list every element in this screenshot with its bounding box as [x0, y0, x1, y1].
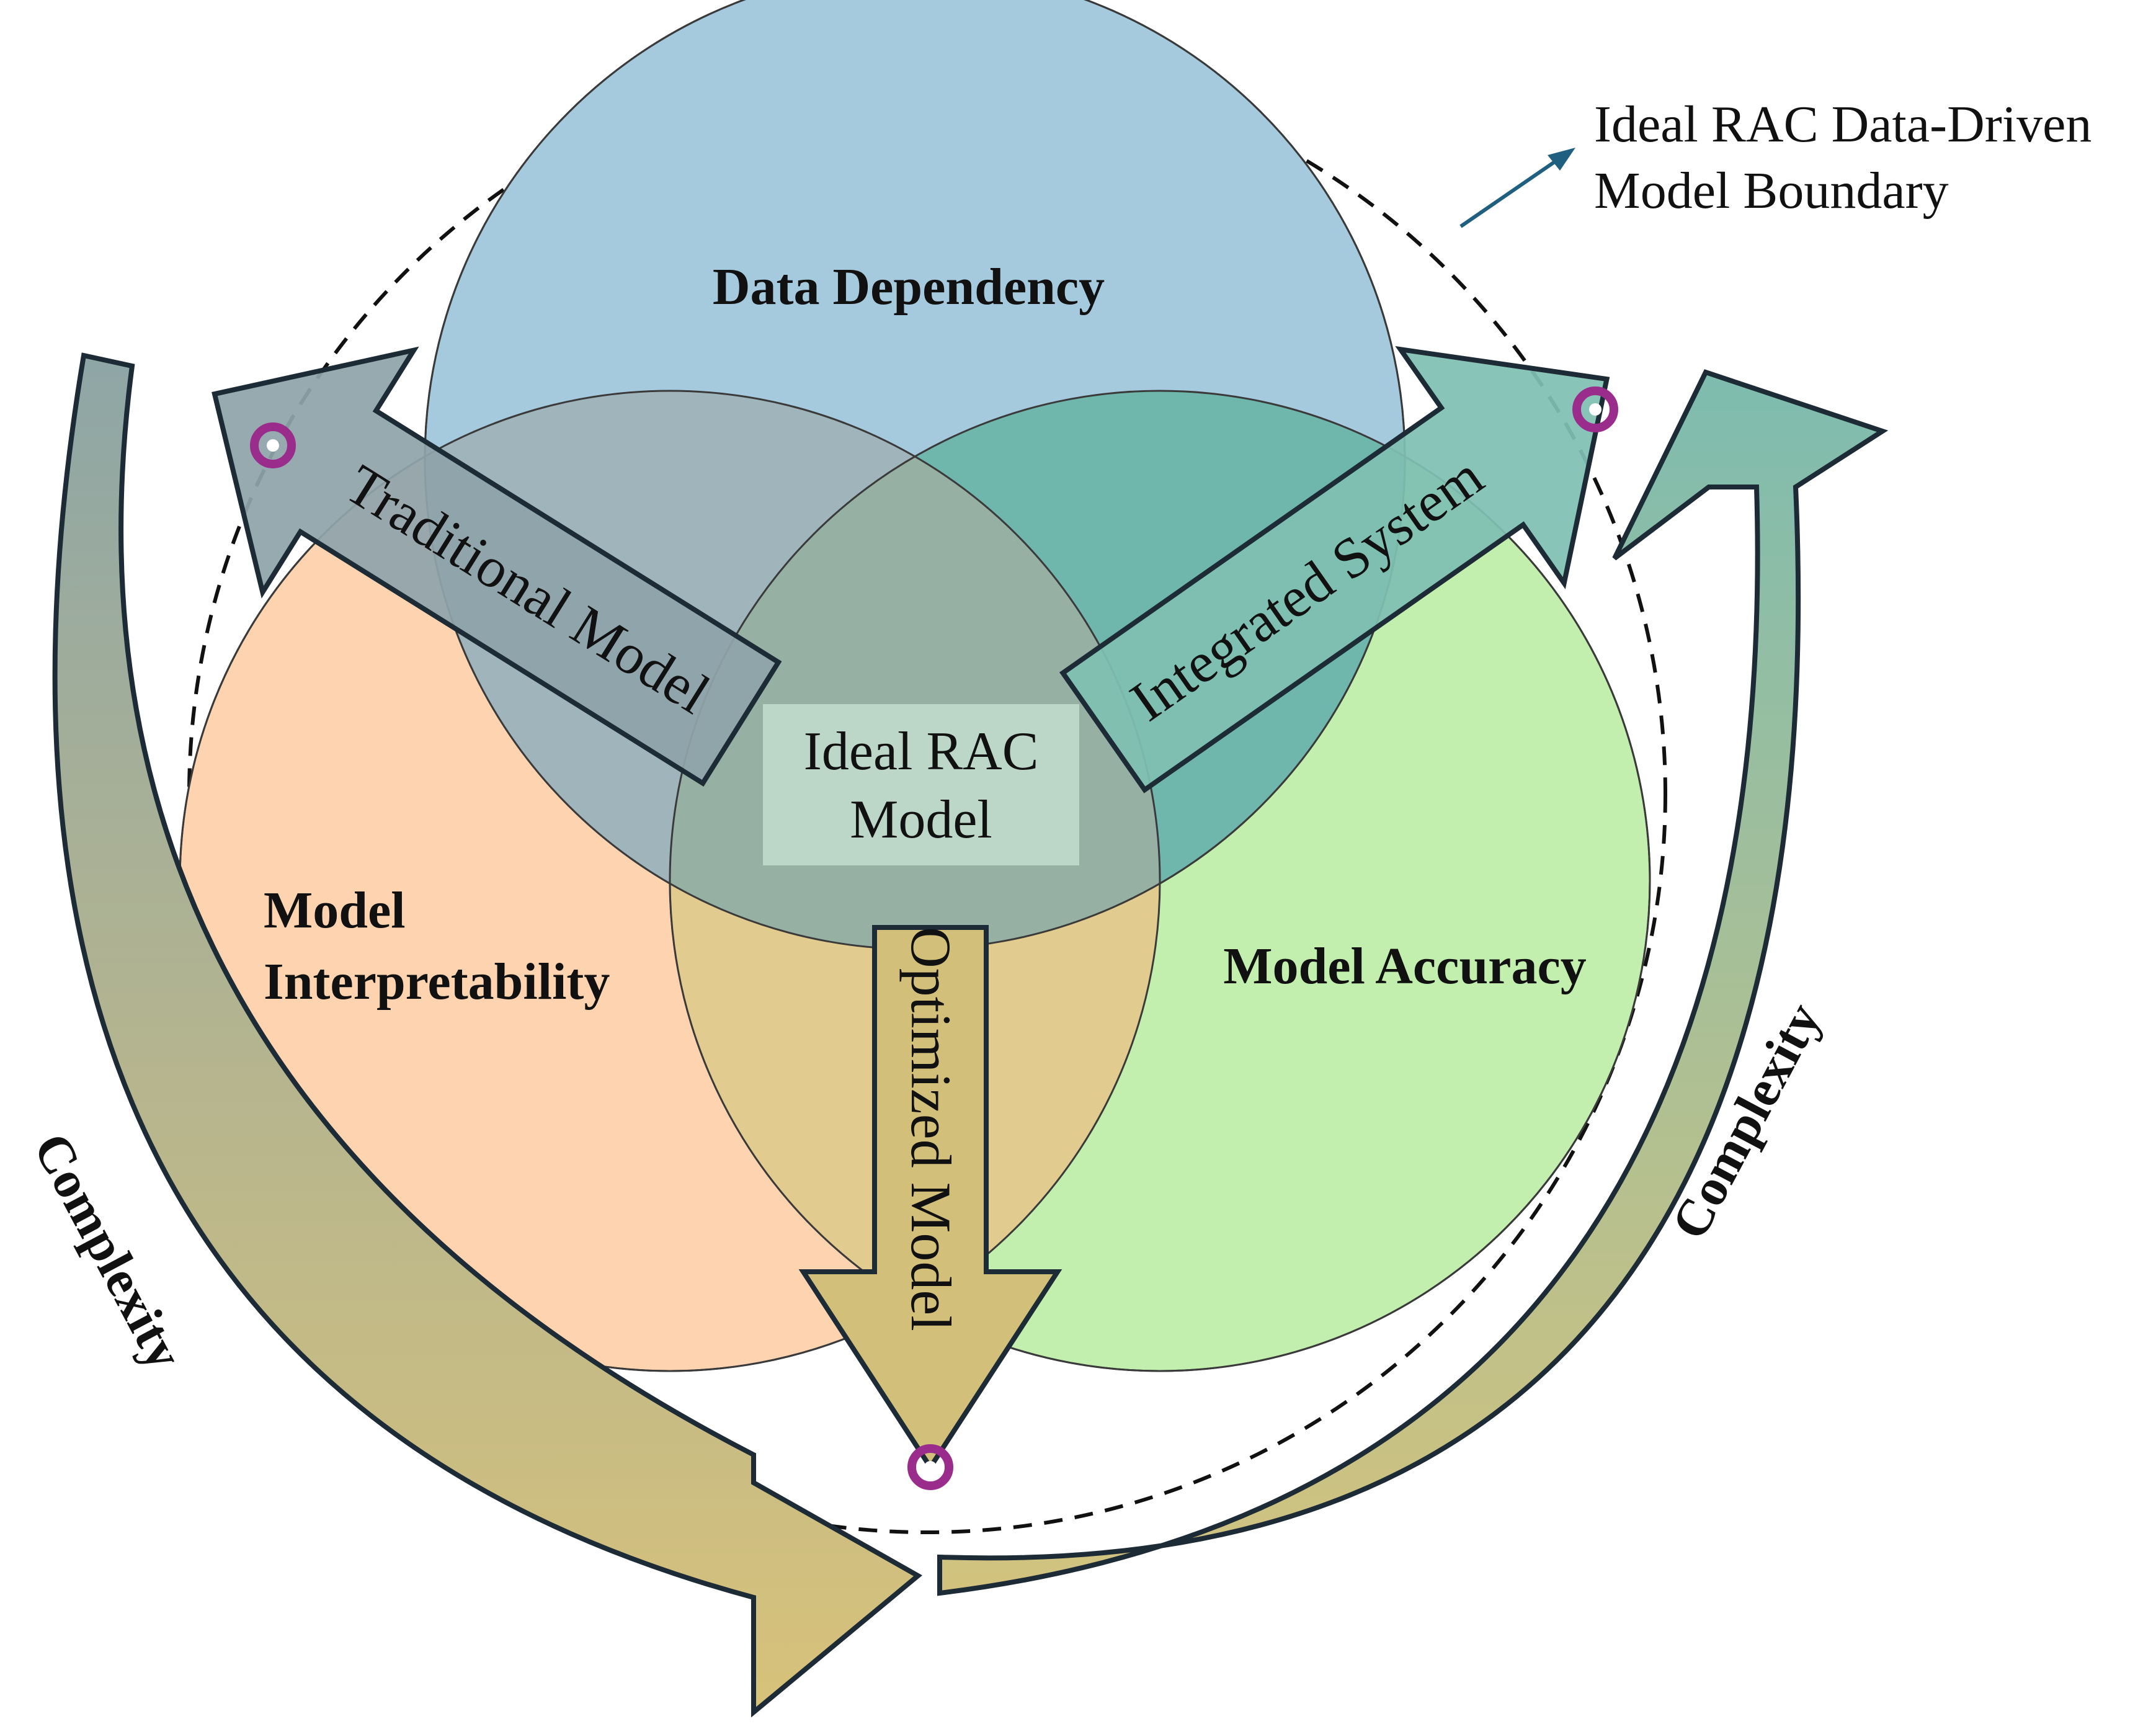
traditional-model-arrow: [212, 346, 782, 787]
optimized-model-arrow: [798, 925, 1062, 1472]
optimized-endpoint-marker: [907, 1444, 953, 1490]
model-interpretability-label-line2: Interpretability: [264, 953, 610, 1011]
overlap-center: [670, 391, 1160, 949]
complexity-left-arrow: [52, 352, 923, 1718]
complexity-right-arrow: [937, 369, 1889, 1596]
boundary-label-line2: Model Boundary: [1594, 162, 1949, 220]
ideal-rac-model-box: [763, 704, 1079, 865]
optimized-model-label: Optimized Model: [899, 927, 963, 1331]
boundary-label-line1: Ideal RAC Data-Driven: [1594, 96, 2091, 153]
model-interpretability-label-line1: Model: [264, 882, 406, 939]
ideal-rac-model-line2: Model: [850, 790, 992, 850]
boundary-pointer-head: [1548, 148, 1575, 171]
ideal-rac-model-line1: Ideal RAC: [804, 721, 1039, 782]
model-accuracy-label: Model Accuracy: [1223, 937, 1587, 995]
boundary-pointer-line: [1459, 156, 1561, 228]
integrated-endpoint-marker: [1572, 386, 1618, 432]
data-dependency-label: Data Dependency: [713, 258, 1105, 316]
integrated-system-arrow: [1059, 346, 1610, 793]
traditional-endpoint-marker: [250, 422, 296, 468]
